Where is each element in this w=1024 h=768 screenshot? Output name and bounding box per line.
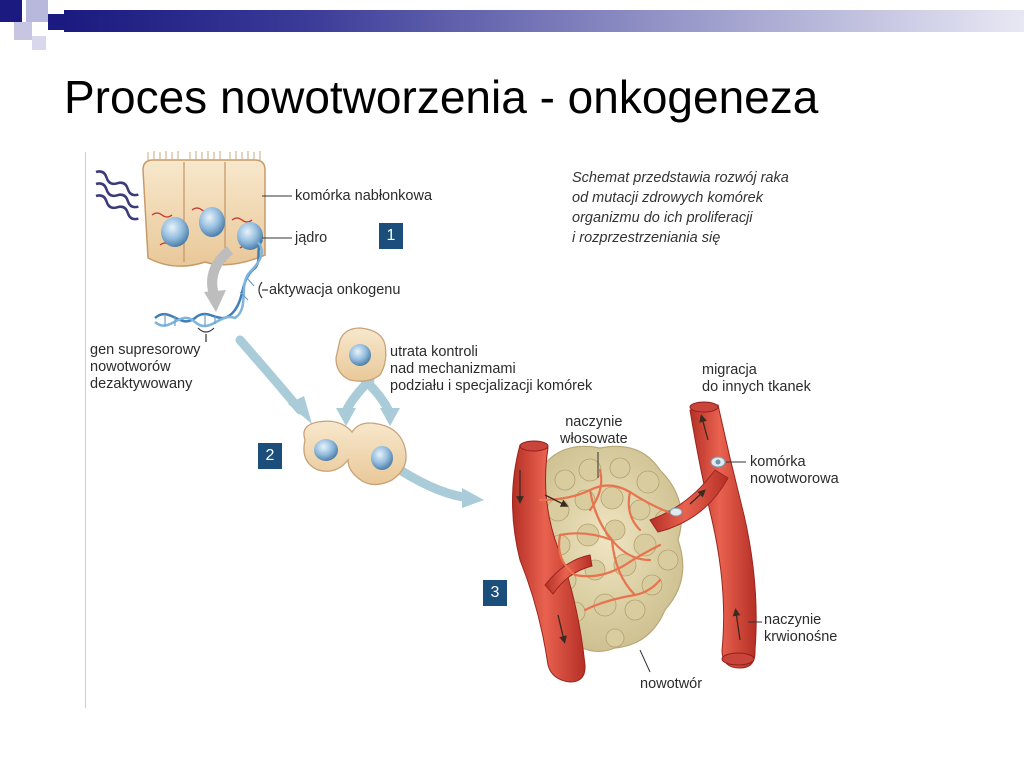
step-3-box: 3: [483, 580, 507, 606]
deco-square-4: [14, 22, 32, 40]
epithelial-cells: [142, 151, 266, 267]
blood-vessels: [512, 401, 757, 683]
deco-square-3: [48, 14, 64, 30]
dividing-cells: [303, 420, 407, 486]
label-oncogene-activation: aktywacja onkogenu: [269, 282, 401, 298]
tumor-cells-in-vessel: [669, 456, 726, 517]
step-1-box: 1: [379, 223, 403, 249]
label-suppressor-gene: gen supresorowy nowotworów dezaktywowany: [90, 342, 201, 392]
single-cell: [335, 327, 387, 382]
deco-square-1: [0, 0, 22, 22]
dna-helix: [154, 239, 264, 328]
figure-rule: [85, 152, 86, 708]
label-epithelial-cell: komórka nabłonkowa: [295, 188, 433, 204]
label-blood-vessels: naczynie krwionośne: [764, 612, 838, 645]
radiation-waves: [95, 170, 139, 221]
deco-square-2: [26, 0, 48, 22]
deco-square-5: [32, 36, 46, 50]
label-tumor-cell: komórka nowotworowa: [750, 454, 839, 487]
label-nucleus: jądro: [295, 230, 328, 246]
capillary-network: [538, 468, 670, 612]
figure-caption: Schemat przedstawia rozwój raka od mutac…: [572, 170, 789, 246]
label-loss-of-control: utrata kontroli nad mechanizmami podział…: [390, 344, 593, 394]
step-2-box: 2: [258, 443, 282, 469]
label-migration: migracja do innych tkanek: [702, 362, 811, 395]
label-capillaries: naczynie włosowate: [560, 414, 628, 447]
slide-title: Proces nowotworzenia - onkogeneza: [64, 71, 819, 123]
header-gradient-bar: [64, 10, 1024, 32]
label-tumor: nowotwór: [640, 676, 703, 692]
